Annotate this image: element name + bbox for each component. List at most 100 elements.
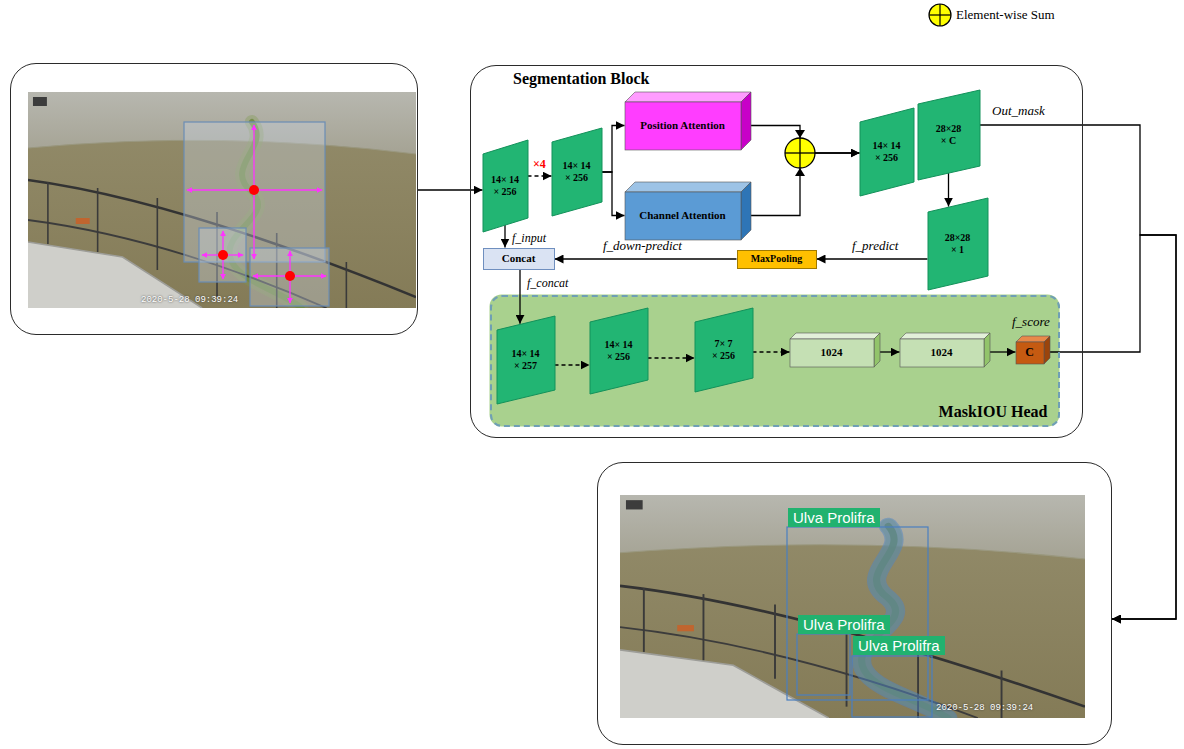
cuboid-side: [741, 182, 751, 240]
connector-arrow: [948, 173, 949, 207]
legend-item: Element-wise Sum: [927, 2, 1055, 28]
concat-box: Concat: [483, 248, 555, 270]
map-size-label: 14× 14 × 256: [489, 174, 521, 197]
maxpooling-box: MaxPooling: [737, 250, 817, 269]
cuboid-front: [900, 339, 984, 367]
feature-map-face: [695, 308, 753, 392]
map-size-label: 14× 14 × 256: [603, 339, 635, 362]
fc-layer: 1024: [900, 333, 990, 367]
cuboid-side: [741, 92, 751, 150]
node-label: Ulva Prolifra: [788, 508, 880, 527]
input-photo: [28, 92, 416, 308]
connector-arrow: [753, 351, 790, 352]
node-label: Ulva Prolifra: [798, 615, 890, 634]
map-size-label: 28×28 × C: [934, 123, 964, 146]
node-title: MaxPooling: [751, 253, 803, 265]
detection-box: [787, 527, 928, 700]
output-photo: [620, 495, 1085, 718]
connector-arrow: [519, 270, 520, 324]
feature-map-face: [483, 140, 528, 232]
connector-arrow: [602, 126, 625, 173]
fc-layer: 1024: [790, 333, 880, 367]
cuboid-front: [1016, 342, 1044, 364]
connector-arrow: [504, 225, 505, 248]
segmentation-block: 14× 14 × 256 14× 14 × 256 Position Attenti…: [470, 65, 1083, 438]
sum-cross: [785, 152, 815, 153]
sum-symbol: [785, 138, 815, 168]
node-label: 2020-5-28 09:39:24: [936, 703, 1033, 713]
cuboid-front: [625, 192, 741, 240]
edge-label: f_down-predict: [603, 238, 682, 254]
sum-symbol-sample: [927, 2, 953, 28]
mask-output-map: 28×28 × C: [918, 90, 980, 180]
feature-map-face: [590, 308, 648, 394]
cuboid-front: [790, 339, 874, 367]
connector-arrow: [880, 351, 900, 352]
sum-cross: [929, 14, 951, 15]
score-output: C: [1016, 336, 1050, 364]
connector-arrow: [418, 189, 483, 190]
proposal-boxes: [184, 122, 329, 306]
connector-arrow: [817, 258, 928, 259]
legend-text: Element-wise Sum: [956, 7, 1055, 23]
node-label: 2020-5-28 09:39:24: [141, 295, 238, 305]
map-size-label: 14× 14 × 256: [561, 160, 593, 183]
connector-arrow: [602, 172, 625, 216]
center-dot: [218, 250, 228, 260]
sum-symbol: [929, 4, 951, 26]
map-size-label: 14× 14 × 256: [871, 140, 903, 163]
cuboid-top: [625, 182, 751, 192]
detection-box: [797, 634, 850, 695]
feature-map-face: [552, 128, 602, 216]
feature-map-face: [918, 90, 980, 180]
feature-map-face: [928, 198, 988, 290]
channel-attention-block: Channel Attention: [625, 182, 751, 240]
edge-label: f_input: [512, 231, 546, 246]
node-title: Channel Attention: [639, 209, 726, 222]
arrow-head: [795, 168, 805, 176]
legend: Element-wise Sum: [927, 2, 1055, 28]
node-title: C: [1025, 346, 1034, 360]
center-dots: [218, 185, 295, 281]
connector-arrow: [555, 364, 590, 365]
edge-label: f_predict: [852, 238, 898, 254]
proposal-box: [199, 228, 246, 282]
regression-arrows: [187, 125, 326, 303]
node-label: MaskIOU Head: [939, 403, 1048, 421]
node-label: Ulva Prolifra: [853, 636, 945, 655]
maskiou-head-band: 14× 14 × 257 14× 14 × 256 7× 7 × 256 1024 10…: [490, 295, 1060, 427]
band-fill: [490, 295, 1060, 427]
connector-arrow: [555, 258, 737, 259]
map-size-label: 14× 14 × 257: [510, 348, 542, 371]
cuboid-top: [625, 92, 751, 102]
cuboid-side: [984, 333, 990, 367]
feature-map: 14× 14 × 256: [860, 108, 914, 196]
cuboid-top: [790, 333, 880, 339]
map-size-label: 7× 7 × 256: [712, 338, 736, 361]
node-title: 1024: [821, 346, 843, 359]
map-size-label: 28×28 × 1: [943, 232, 973, 255]
input-image-panel: 2020-5-28 09:39:24: [10, 63, 418, 335]
prediction-map: 28×28 × 1: [928, 198, 988, 290]
proposal-box: [250, 248, 329, 306]
cuboid-top: [900, 333, 990, 339]
connector-arrow: [980, 125, 1177, 619]
connector-arrow: [528, 175, 552, 176]
connector-arrow: [990, 351, 1016, 352]
output-image-panel: Ulva ProlifraUlva ProlifraUlva Prolifra2…: [597, 462, 1112, 745]
cuboid-front: [625, 102, 741, 150]
node-title: 1024: [931, 346, 953, 359]
node-title: Position Attention: [640, 119, 725, 132]
feature-map: 14× 14 × 256: [590, 308, 648, 394]
node-title: Concat: [502, 252, 536, 265]
feature-map: 14× 14 × 256: [483, 140, 528, 232]
edge-label: Out_mask: [992, 103, 1045, 119]
detection-box: [852, 656, 932, 717]
arrow-head: [795, 130, 805, 138]
feature-map-face: [860, 108, 914, 196]
feature-map: 14× 14 × 256: [552, 128, 602, 216]
connector-arrow: [648, 357, 695, 358]
node-label: Segmentation Block: [513, 70, 649, 88]
feature-map: 7× 7 × 256: [695, 308, 753, 392]
